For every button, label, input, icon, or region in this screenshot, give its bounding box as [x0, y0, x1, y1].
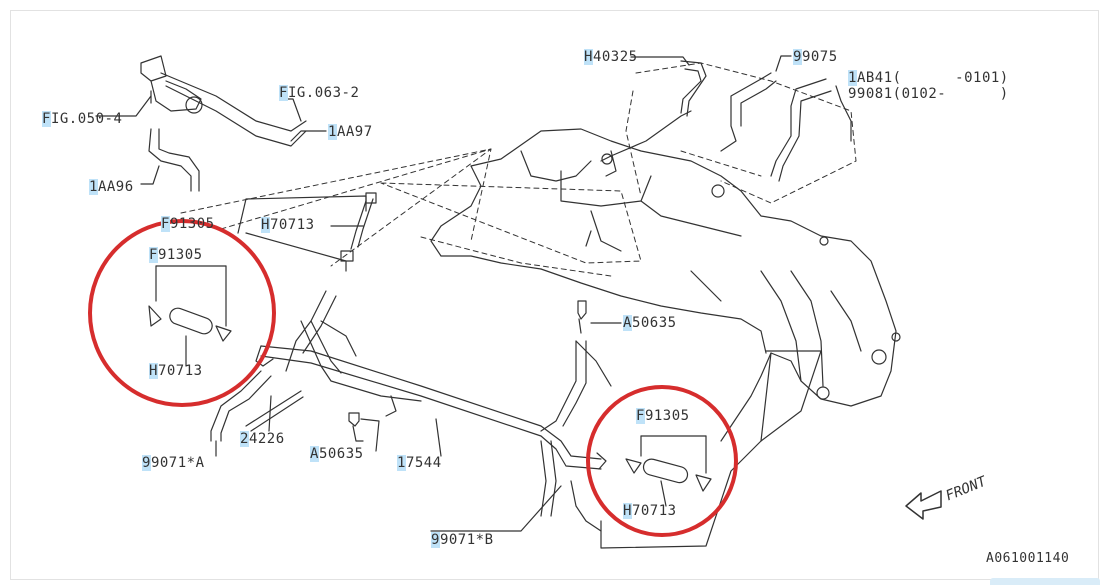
callout-fig-063-2[interactable]: FIG.063-2 [279, 85, 360, 101]
highlight-circle-left [88, 219, 276, 407]
callout-99071a[interactable]: 99071*A [142, 455, 205, 471]
callout-h70713-left[interactable]: H70713 [149, 363, 203, 379]
callout-99075[interactable]: 99075 [793, 49, 838, 65]
diagram-id: A061001140 [986, 551, 1070, 566]
highlight-circle-right [586, 385, 738, 537]
callout-17544[interactable]: 17544 [397, 455, 442, 471]
callout-f91305-left[interactable]: F91305 [149, 247, 203, 263]
right-hose-detail [596, 435, 712, 507]
callout-f91305-top[interactable]: F91305 [161, 216, 215, 232]
callout-24226[interactable]: 24226 [240, 431, 285, 447]
pipe-assembly [255, 290, 612, 532]
callout-a50635-right[interactable]: A50635 [623, 315, 677, 331]
callout-1ab41[interactable]: 1AB41( -0101) [848, 70, 1009, 86]
callout-h40325[interactable]: H40325 [584, 49, 638, 65]
callout-1aa97[interactable]: 1AA97 [328, 124, 373, 140]
callout-fig-050-4[interactable]: FIG.050-4 [42, 111, 123, 127]
scrollbar-thumb[interactable] [990, 578, 1100, 585]
purge-valve [140, 55, 307, 192]
callout-99071b[interactable]: 99071*B [431, 532, 494, 548]
callout-99081: 99081(0102- ) [848, 86, 1009, 102]
callout-a50635-low[interactable]: A50635 [310, 446, 364, 462]
callout-f91305-right[interactable]: F91305 [636, 408, 690, 424]
callout-h70713-top[interactable]: H70713 [261, 217, 315, 233]
upper-hoses [600, 60, 852, 182]
diagram-frame: FIG.050-4 FIG.063-2 1AA97 1AA96 H40325 9… [10, 10, 1099, 580]
callout-h70713-right[interactable]: H70713 [623, 503, 677, 519]
left-hose-detail [148, 265, 232, 367]
parts-diagram [88, 55, 942, 549]
engine-block [430, 128, 901, 442]
callout-1aa96[interactable]: 1AA96 [89, 179, 134, 195]
